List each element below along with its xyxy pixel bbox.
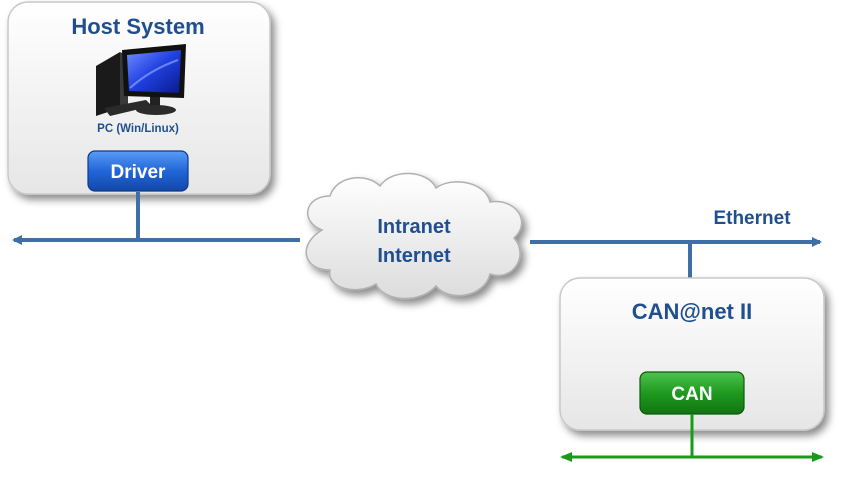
pc-label: PC (Win/Linux) [97,123,179,135]
device-title: CAN@net II [632,299,752,324]
driver-label: Driver [111,162,167,183]
cloud-line2: Internet [377,245,451,267]
driver-button[interactable] [87,150,189,192]
can-label: CAN [671,384,712,405]
desktop-computer-icon [96,44,186,116]
host-system-title: Host System [71,14,204,39]
cloud-icon [305,172,523,300]
cloud-line1: Intranet [377,216,451,238]
ethernet-label: Ethernet [713,208,791,229]
